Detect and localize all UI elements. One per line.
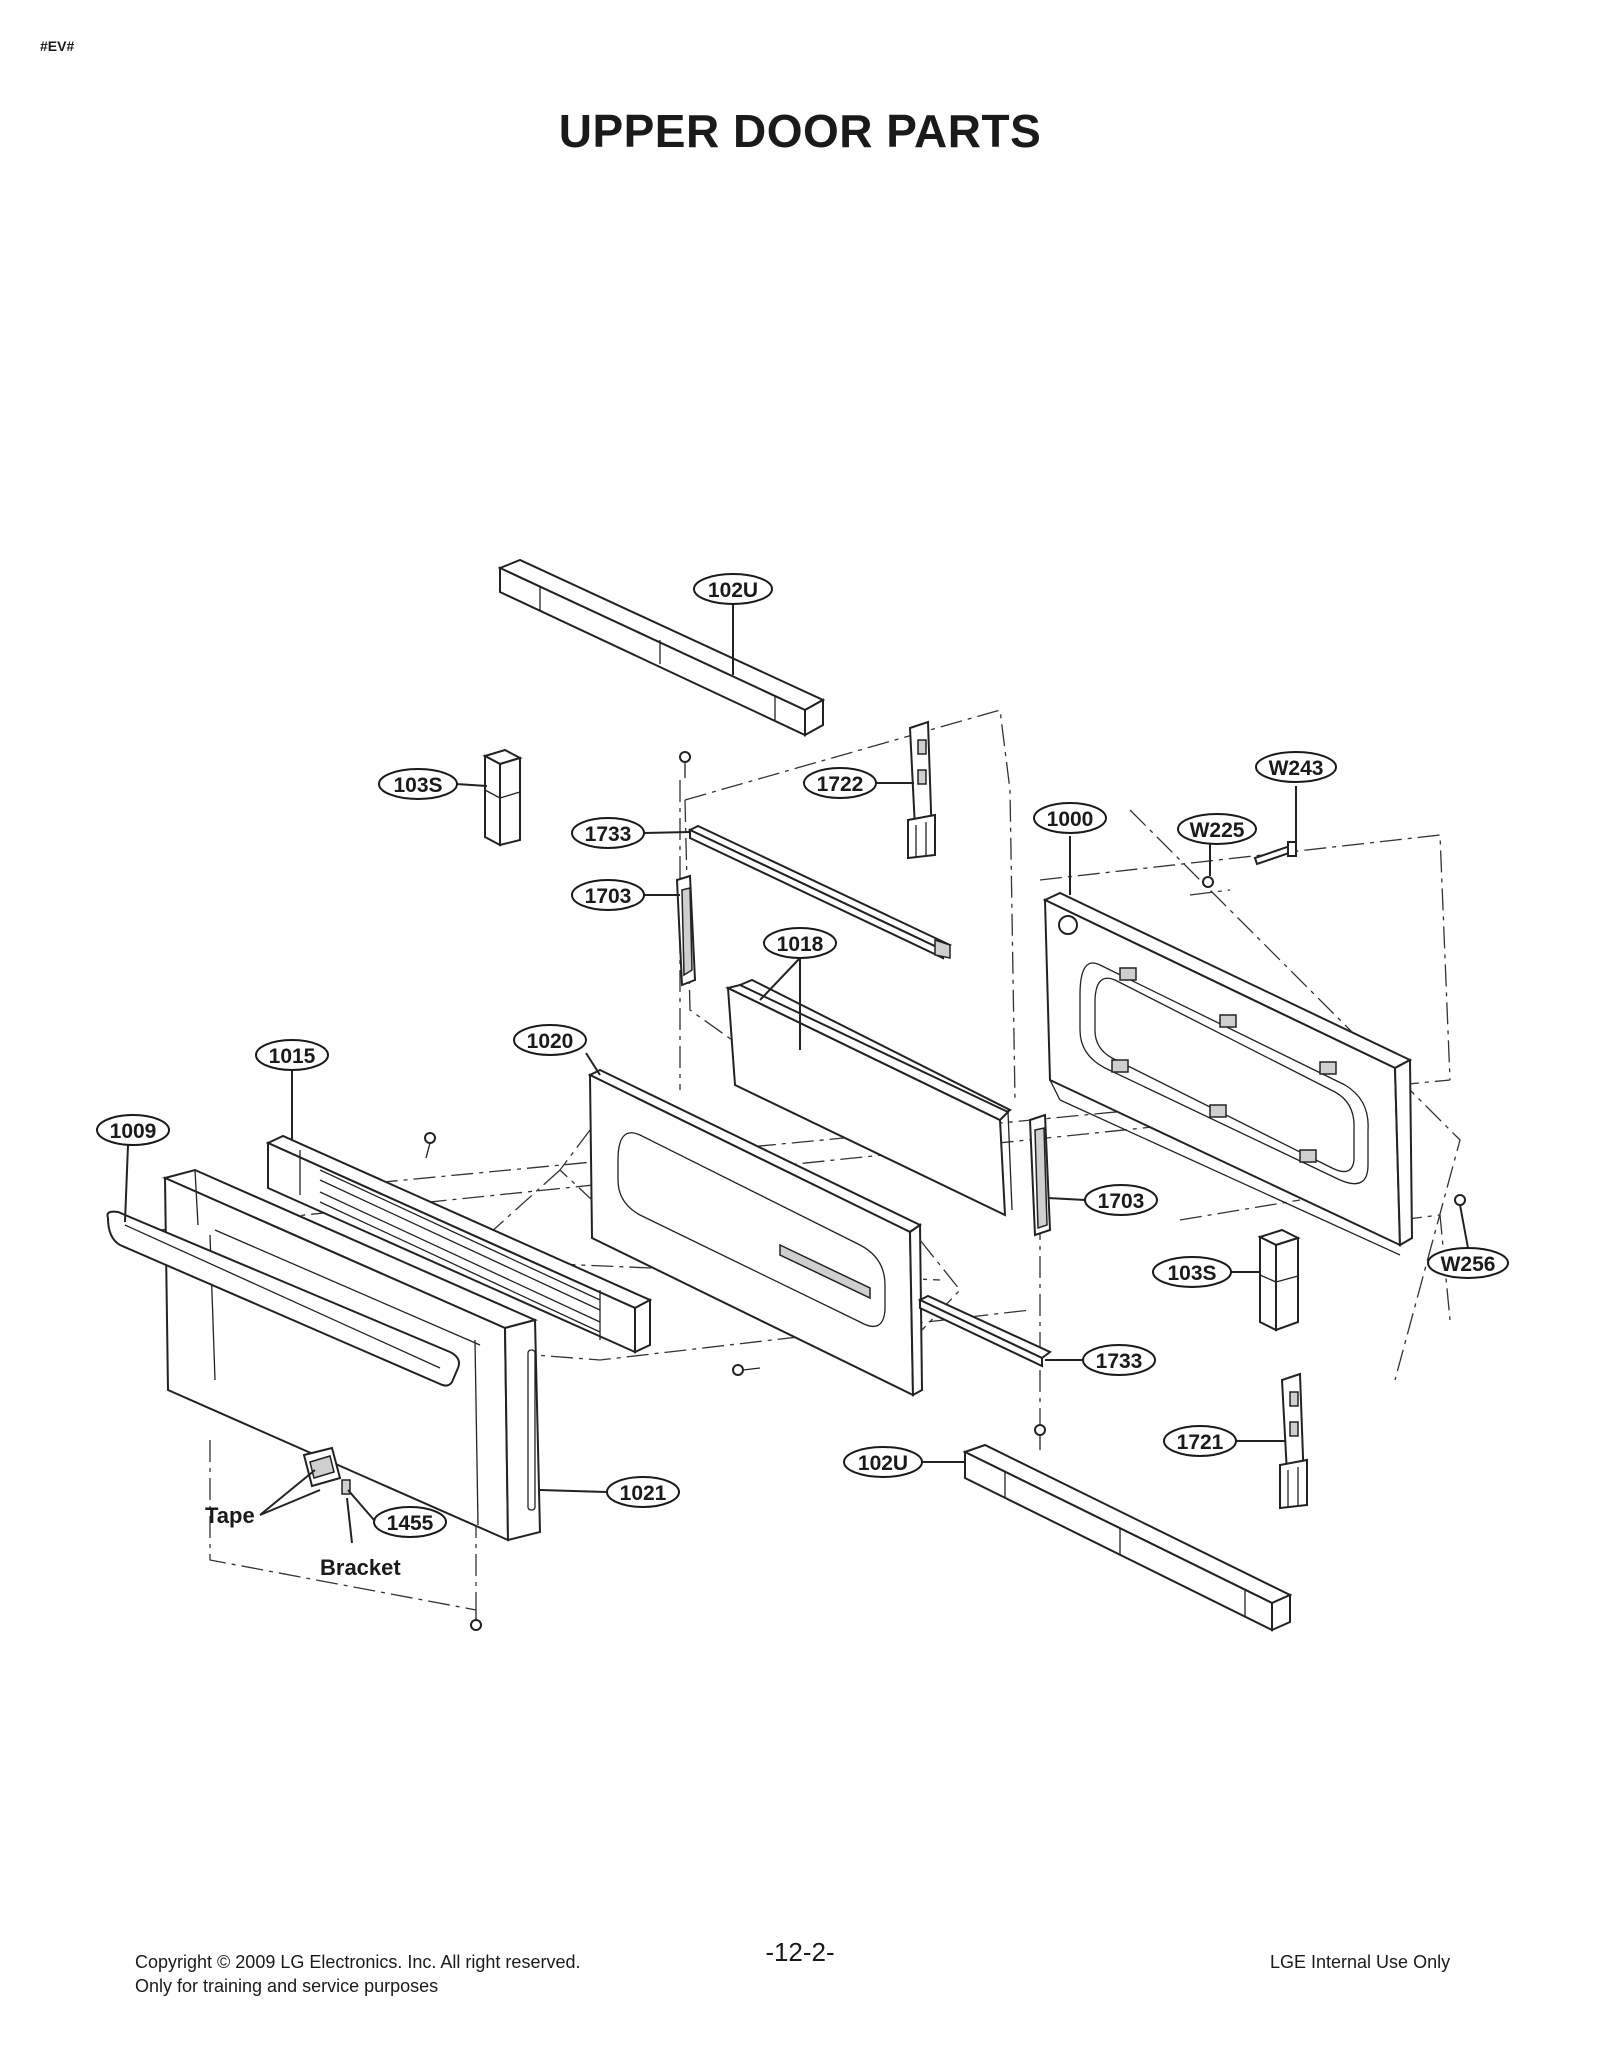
- svg-text:1733: 1733: [1096, 1350, 1143, 1373]
- callout-1703-bottom[interactable]: 1703: [1084, 1184, 1158, 1216]
- callout-w243[interactable]: W243: [1255, 751, 1337, 783]
- svg-text:1721: 1721: [1177, 1431, 1224, 1454]
- weather-strip-top: [497, 558, 826, 737]
- callout-1703-top[interactable]: 1703: [571, 879, 645, 911]
- callout-w225[interactable]: W225: [1177, 813, 1257, 845]
- page-title: UPPER DOOR PARTS: [558, 105, 1042, 157]
- callout-1455[interactable]: 1455: [373, 1506, 447, 1538]
- svg-text:1009: 1009: [110, 1120, 157, 1143]
- svg-text:1021: 1021: [620, 1482, 667, 1505]
- hinge-lower: [1279, 1372, 1308, 1510]
- callout-102u-bottom[interactable]: 102U: [843, 1446, 923, 1478]
- footer-purpose: Only for training and service purposes: [135, 1976, 439, 1996]
- callout-1733-bottom[interactable]: 1733: [1082, 1344, 1156, 1376]
- page-number: -12-2-: [765, 1937, 835, 1967]
- callout-1721[interactable]: 1721: [1163, 1425, 1237, 1457]
- hinge-upper: [907, 720, 936, 860]
- footer-copyright-block: Copyright © 2009 LG Electronics. Inc. Al…: [135, 1950, 580, 1998]
- svg-text:1020: 1020: [527, 1030, 574, 1053]
- callout-1015[interactable]: 1015: [255, 1039, 329, 1071]
- glass-clip-top: [675, 874, 697, 987]
- leader-lines: [124, 604, 1469, 1544]
- door-handle: [106, 1210, 460, 1387]
- callout-1018[interactable]: 1018: [763, 927, 837, 959]
- callout-1733-top[interactable]: 1733: [571, 817, 645, 849]
- svg-text:102U: 102U: [858, 1452, 908, 1475]
- glass-clip-bottom: [1028, 1113, 1052, 1237]
- svg-text:W256: W256: [1441, 1253, 1496, 1276]
- svg-text:W225: W225: [1190, 819, 1245, 842]
- tape-label: Tape: [205, 1503, 255, 1528]
- door-vent-trim: [265, 1134, 653, 1354]
- inner-glass-panel: [725, 978, 1013, 1217]
- svg-text:1015: 1015: [269, 1045, 316, 1068]
- callout-1722[interactable]: 1722: [803, 767, 877, 799]
- svg-text:1018: 1018: [777, 933, 824, 956]
- callout-1021[interactable]: 1021: [606, 1476, 680, 1508]
- bracket-label: Bracket: [320, 1555, 401, 1580]
- glass-rail-top: [687, 824, 952, 960]
- callout-1000[interactable]: 1000: [1033, 802, 1107, 834]
- callout-w256[interactable]: W256: [1427, 1247, 1509, 1279]
- svg-text:1722: 1722: [817, 773, 864, 796]
- svg-text:103S: 103S: [393, 774, 442, 797]
- footer-copyright: Copyright © 2009 LG Electronics. Inc. Al…: [135, 1952, 581, 1972]
- header-tag: #EV#: [40, 38, 75, 54]
- svg-text:1000: 1000: [1047, 808, 1094, 831]
- svg-text:103S: 103S: [1167, 1262, 1216, 1285]
- insulation-block-left: [482, 748, 523, 847]
- glass-rail-bottom: [917, 1294, 1052, 1368]
- svg-text:1733: 1733: [585, 823, 632, 846]
- inner-door-frame: [1042, 891, 1414, 1256]
- callout-1020[interactable]: 1020: [513, 1024, 587, 1056]
- callout-102u-top[interactable]: 102U: [693, 573, 773, 605]
- insulation-block-right: [1257, 1228, 1301, 1332]
- part-callouts: 102U 103S 1722 W243 1733 1000 W225 1703: [96, 573, 1509, 1538]
- svg-text:W243: W243: [1269, 757, 1324, 780]
- middle-door-panel: [559, 1068, 961, 1397]
- weather-strip-bottom: [962, 1443, 1293, 1632]
- screw-icons: [424, 751, 1466, 1631]
- svg-text:1455: 1455: [387, 1512, 434, 1535]
- svg-text:102U: 102U: [708, 579, 758, 602]
- svg-text:1703: 1703: [1098, 1190, 1145, 1213]
- callout-103s-right[interactable]: 103S: [1152, 1256, 1232, 1288]
- callout-103s-left[interactable]: 103S: [378, 768, 458, 800]
- svg-text:1703: 1703: [585, 885, 632, 908]
- callout-1009[interactable]: 1009: [96, 1114, 170, 1146]
- bracket-part: [302, 1446, 351, 1495]
- footer-internal: LGE Internal Use Only: [1270, 1952, 1451, 1972]
